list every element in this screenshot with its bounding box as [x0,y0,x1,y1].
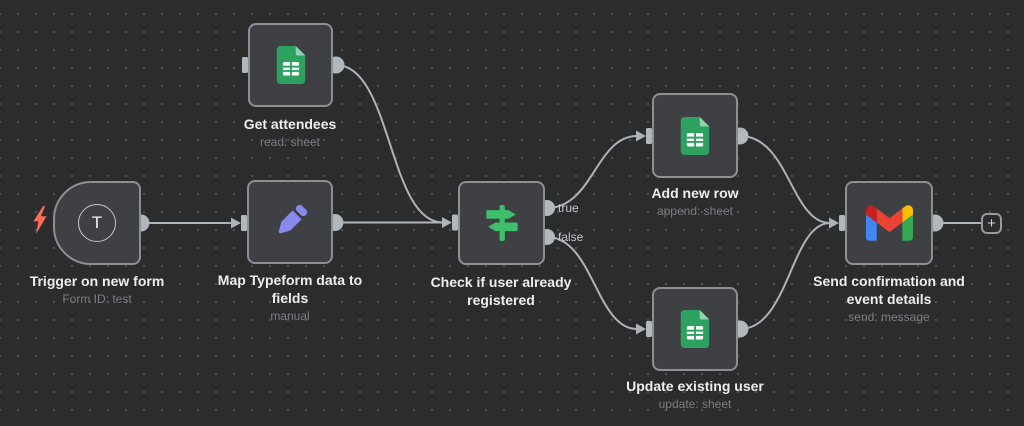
input-port-map[interactable] [241,215,247,231]
node-add-new-row[interactable] [652,93,738,178]
input-port-get-attendees[interactable] [242,57,248,73]
google-sheets-icon [680,310,710,348]
output-label-true: true [558,201,579,215]
node-map-typeform-data[interactable] [247,180,333,264]
add-node-button[interactable]: + [981,213,1002,234]
input-port-update-user[interactable] [646,321,652,337]
node-get-attendees[interactable] [248,23,333,107]
node-check-user-registered[interactable] [458,181,545,265]
connection-check-true-to-addrow[interactable] [546,135,638,209]
input-port-gmail[interactable] [839,215,845,231]
node-update-existing-user[interactable] [652,287,738,371]
typeform-letter: T [91,213,103,232]
node-trigger-on-new-form[interactable]: T [53,181,141,265]
connection-getattendees-to-check[interactable] [335,64,444,224]
lightning-bolt-icon [33,206,47,234]
typeform-icon: T [78,204,116,242]
input-port-add-row[interactable] [646,128,652,144]
google-sheets-icon [276,46,305,84]
gmail-icon [865,205,913,241]
connection-update-to-gmail[interactable] [739,222,831,330]
plus-icon: + [987,214,996,232]
arrowhead-icon [442,217,452,228]
connection-check-false-to-update[interactable] [546,236,638,330]
input-port-check[interactable] [452,214,458,231]
output-label-false: false [558,230,584,244]
arrowhead-icon [636,130,646,142]
arrowhead-icon [636,323,646,335]
node-send-confirmation[interactable] [845,181,933,265]
arrowhead-icon [231,217,241,229]
switch-icon [485,204,518,242]
connection-addrow-to-gmail[interactable] [739,135,831,224]
arrowhead-icon [829,217,839,229]
pencil-icon [278,204,308,234]
google-sheets-icon [680,116,710,155]
